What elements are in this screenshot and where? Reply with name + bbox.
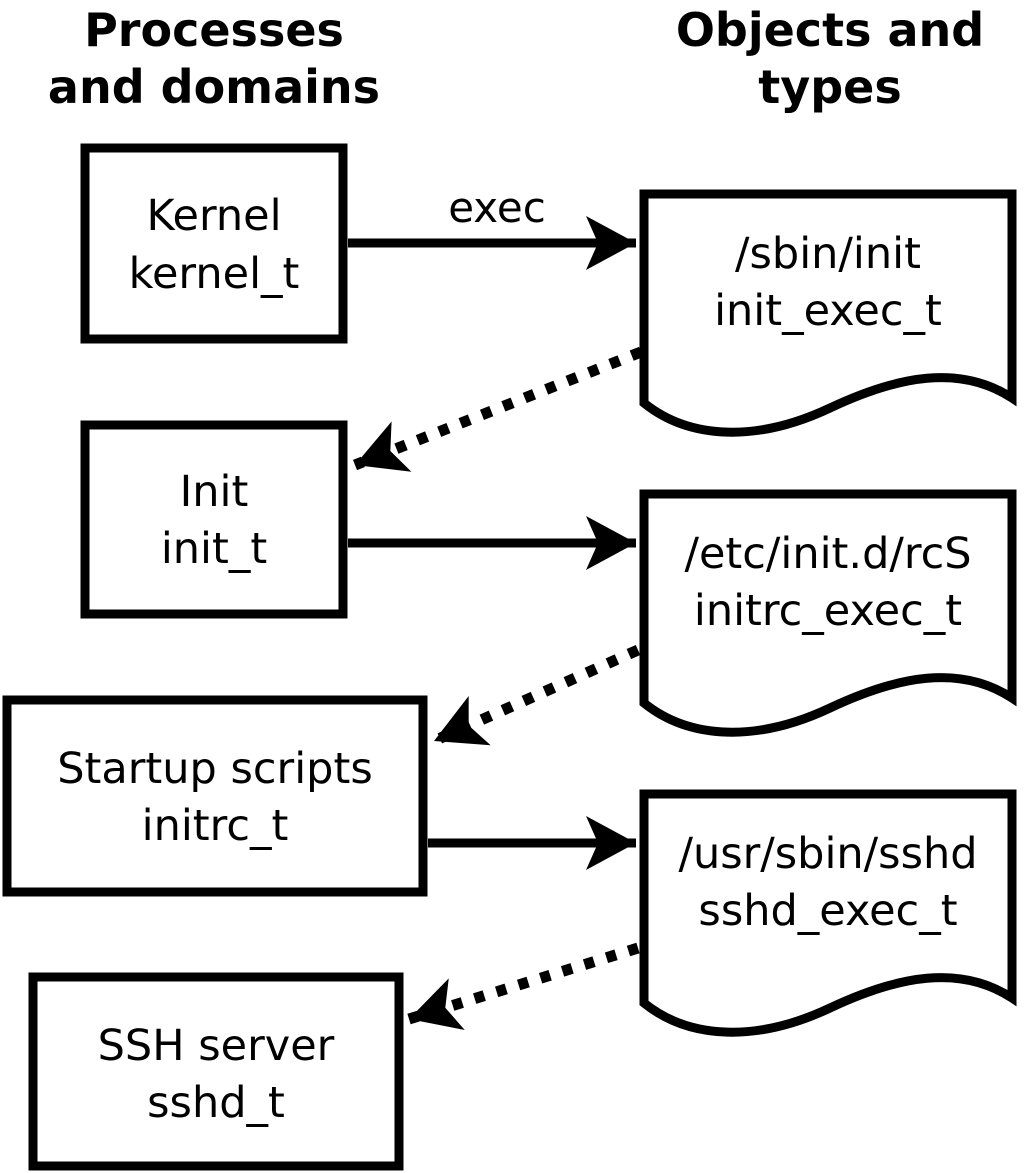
right-column-header-line1: Objects and [676, 3, 984, 57]
sbin-init-type-label: init_exec_t [714, 286, 942, 336]
usr-sbin-sshd-type-label: sshd_exec_t [698, 886, 957, 936]
process-box-ssh-server [28, 972, 404, 1171]
column-headers: Processes and domains Objects and types [48, 3, 984, 114]
etc-initd-rcs-type-label: initrc_exec_t [694, 586, 962, 636]
object-nodes: /sbin/init init_exec_t /etc/init.d/rcS i… [644, 194, 1012, 1032]
init-name-label: Init [180, 467, 249, 517]
sbin-init-path-label: /sbin/init [735, 229, 921, 279]
left-column-header-line1: Processes [84, 3, 344, 57]
exec-arrows: exec [348, 183, 636, 870]
process-nodes: Kernel kernel_t Init init_t Startup scri… [2, 143, 428, 1171]
ssh-server-domain-label: sshd_t [147, 1078, 285, 1128]
startup-scripts-domain-label: initrc_t [142, 801, 289, 851]
startup-scripts-name-label: Startup scripts [57, 744, 373, 794]
init-domain-label: init_t [161, 524, 267, 574]
process-box-kernel [80, 143, 348, 344]
transition-arrow-sbin-init-to-init [352, 346, 644, 472]
kernel-domain-label: kernel_t [129, 249, 300, 299]
right-column-header-line2: types [758, 60, 901, 114]
etc-initd-rcs-path-label: /etc/init.d/rcS [684, 529, 971, 579]
left-column-header-line2: and domains [48, 60, 380, 114]
kernel-name-label: Kernel [146, 191, 281, 241]
process-box-startup-scripts [2, 695, 428, 897]
process-box-init [80, 420, 348, 619]
transition-arrow-rcs-to-startup [431, 644, 641, 747]
exec-arrow-label: exec [448, 183, 546, 232]
transition-arrow-sshd-exec-to-ssh-server [407, 942, 640, 1030]
ssh-server-name-label: SSH server [98, 1021, 335, 1071]
usr-sbin-sshd-path-label: /usr/sbin/sshd [678, 829, 977, 879]
transition-arrows [352, 346, 644, 1030]
